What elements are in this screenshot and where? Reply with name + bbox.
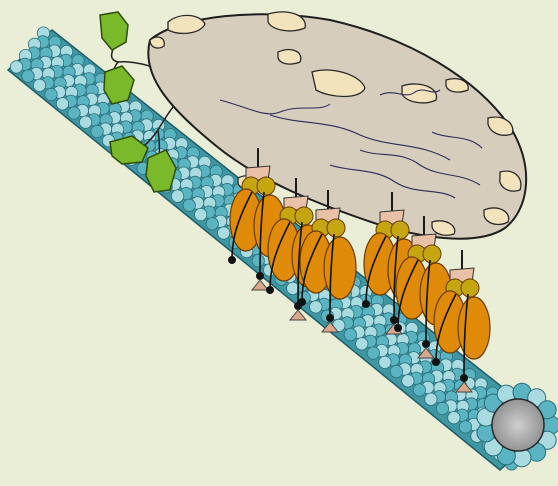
surface-protein [150,37,164,48]
microtubule-lumen [492,399,544,451]
tubulin-subunit [367,347,379,359]
tubulin-subunit [45,88,57,100]
tubulin-subunit [91,125,103,137]
motor-neck [327,219,345,237]
tubulin-subunit [68,107,80,119]
motor-neck [461,279,479,297]
tubulin-subunit [390,365,402,377]
motor-foot [228,256,236,264]
motor-neck [423,245,441,263]
motor-head [458,297,490,359]
microtubule-end [477,383,558,467]
tubulin-subunit [310,301,322,313]
tubulin-subunit [448,412,460,424]
tubulin-subunit [33,79,45,91]
tubulin-subunit [459,421,471,433]
tubulin-subunit [10,61,22,73]
tubulin-subunit [379,356,391,368]
tubulin-subunit [287,282,299,294]
motor-foot [298,298,306,306]
motor-foot [432,358,440,366]
tubulin-subunit [252,255,264,267]
motor-foot [422,340,430,348]
motor-neck [257,177,275,195]
tubulin-subunit [22,70,34,82]
motor-foot [362,300,370,308]
tubulin-subunit [436,402,448,414]
tubulin-subunit [356,338,368,350]
surface-protein [278,50,301,64]
motor-head [324,237,356,299]
motor-foot [256,272,264,280]
tubulin-subunit [195,208,207,220]
tubulin-subunit [218,227,230,239]
motor-neck [391,221,409,239]
motor-neck [295,207,313,225]
tubulin-subunit [79,116,91,128]
tubulin-subunit [344,328,356,340]
tubulin-subunit [413,384,425,396]
motor-foot [266,286,274,294]
motor-foot [390,316,398,324]
tubulin-subunit [402,375,414,387]
tubulin-subunit [206,218,218,230]
tubulin-subunit [425,393,437,405]
tubulin-subunit [56,98,68,110]
tubulin-subunit [171,190,183,202]
motor-foot [326,314,334,322]
motor-foot [394,324,402,332]
tubulin-subunit [183,199,195,211]
motor-foot [460,374,468,382]
